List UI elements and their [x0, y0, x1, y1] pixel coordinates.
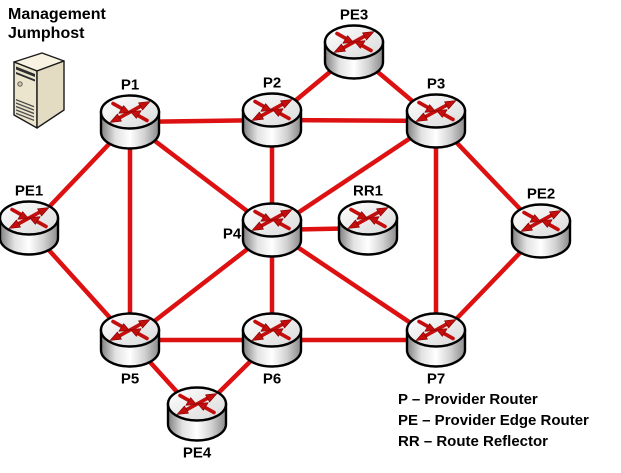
router-icon [0, 199, 61, 257]
node-label-p5: P5 [120, 370, 140, 388]
router-node-p6: P6 [240, 311, 304, 388]
router-node-p1: P1 [98, 77, 162, 151]
legend-item-route-reflector: RR – Route Reflector [398, 433, 549, 450]
router-node-pe4: PE4 [165, 385, 229, 462]
node-label-pe2: PE2 [526, 185, 556, 203]
router-icon [336, 199, 400, 257]
legend-item-provider-edge-router: PE – Provider Edge Router [398, 412, 589, 429]
router-icon [240, 201, 304, 259]
link-p3-p4 [270, 119, 438, 232]
router-node-pe2: PE2 [509, 186, 573, 260]
router-node-p2: P2 [240, 75, 304, 149]
server-tower-icon [13, 52, 65, 129]
jumphost-label-line1: Management [8, 6, 106, 23]
router-node-pe1: PE1 [0, 183, 61, 257]
router-node-pe3: PE3 [322, 7, 386, 81]
router-icon [322, 23, 386, 81]
node-label-pe1: PE1 [14, 182, 44, 200]
node-label-p3: P3 [426, 75, 446, 93]
jumphost-label: Management Jumphost [8, 5, 106, 43]
node-label-p1: P1 [120, 76, 140, 94]
router-node-rr1: RR1 [336, 183, 400, 257]
link-p4-p7 [270, 228, 438, 342]
router-node-p7: P7 [404, 311, 468, 388]
legend-item-provider-router: P – Provider Router [398, 391, 538, 408]
router-icon [404, 311, 468, 369]
router-icon [404, 92, 468, 150]
node-label-pe4: PE4 [182, 444, 212, 462]
jumphost-label-line2: Jumphost [8, 25, 85, 42]
node-label-p4: P4 [222, 225, 242, 243]
router-node-p5: P5 [98, 311, 162, 388]
router-node-p3: P3 [404, 76, 468, 150]
node-label-p2: P2 [262, 74, 282, 92]
node-label-p7: P7 [426, 370, 446, 388]
node-label-p6: P6 [262, 370, 282, 388]
router-icon [240, 91, 304, 149]
node-label-pe3: PE3 [339, 6, 369, 24]
node-label-rr1: RR1 [352, 182, 384, 200]
router-icon [98, 93, 162, 151]
router-icon [509, 202, 573, 260]
router-icon [98, 311, 162, 369]
router-icon [240, 311, 304, 369]
router-icon [165, 385, 229, 443]
legend: P – Provider Router PE – Provider Edge R… [398, 389, 589, 452]
router-node-p4: P4 [223, 201, 304, 259]
